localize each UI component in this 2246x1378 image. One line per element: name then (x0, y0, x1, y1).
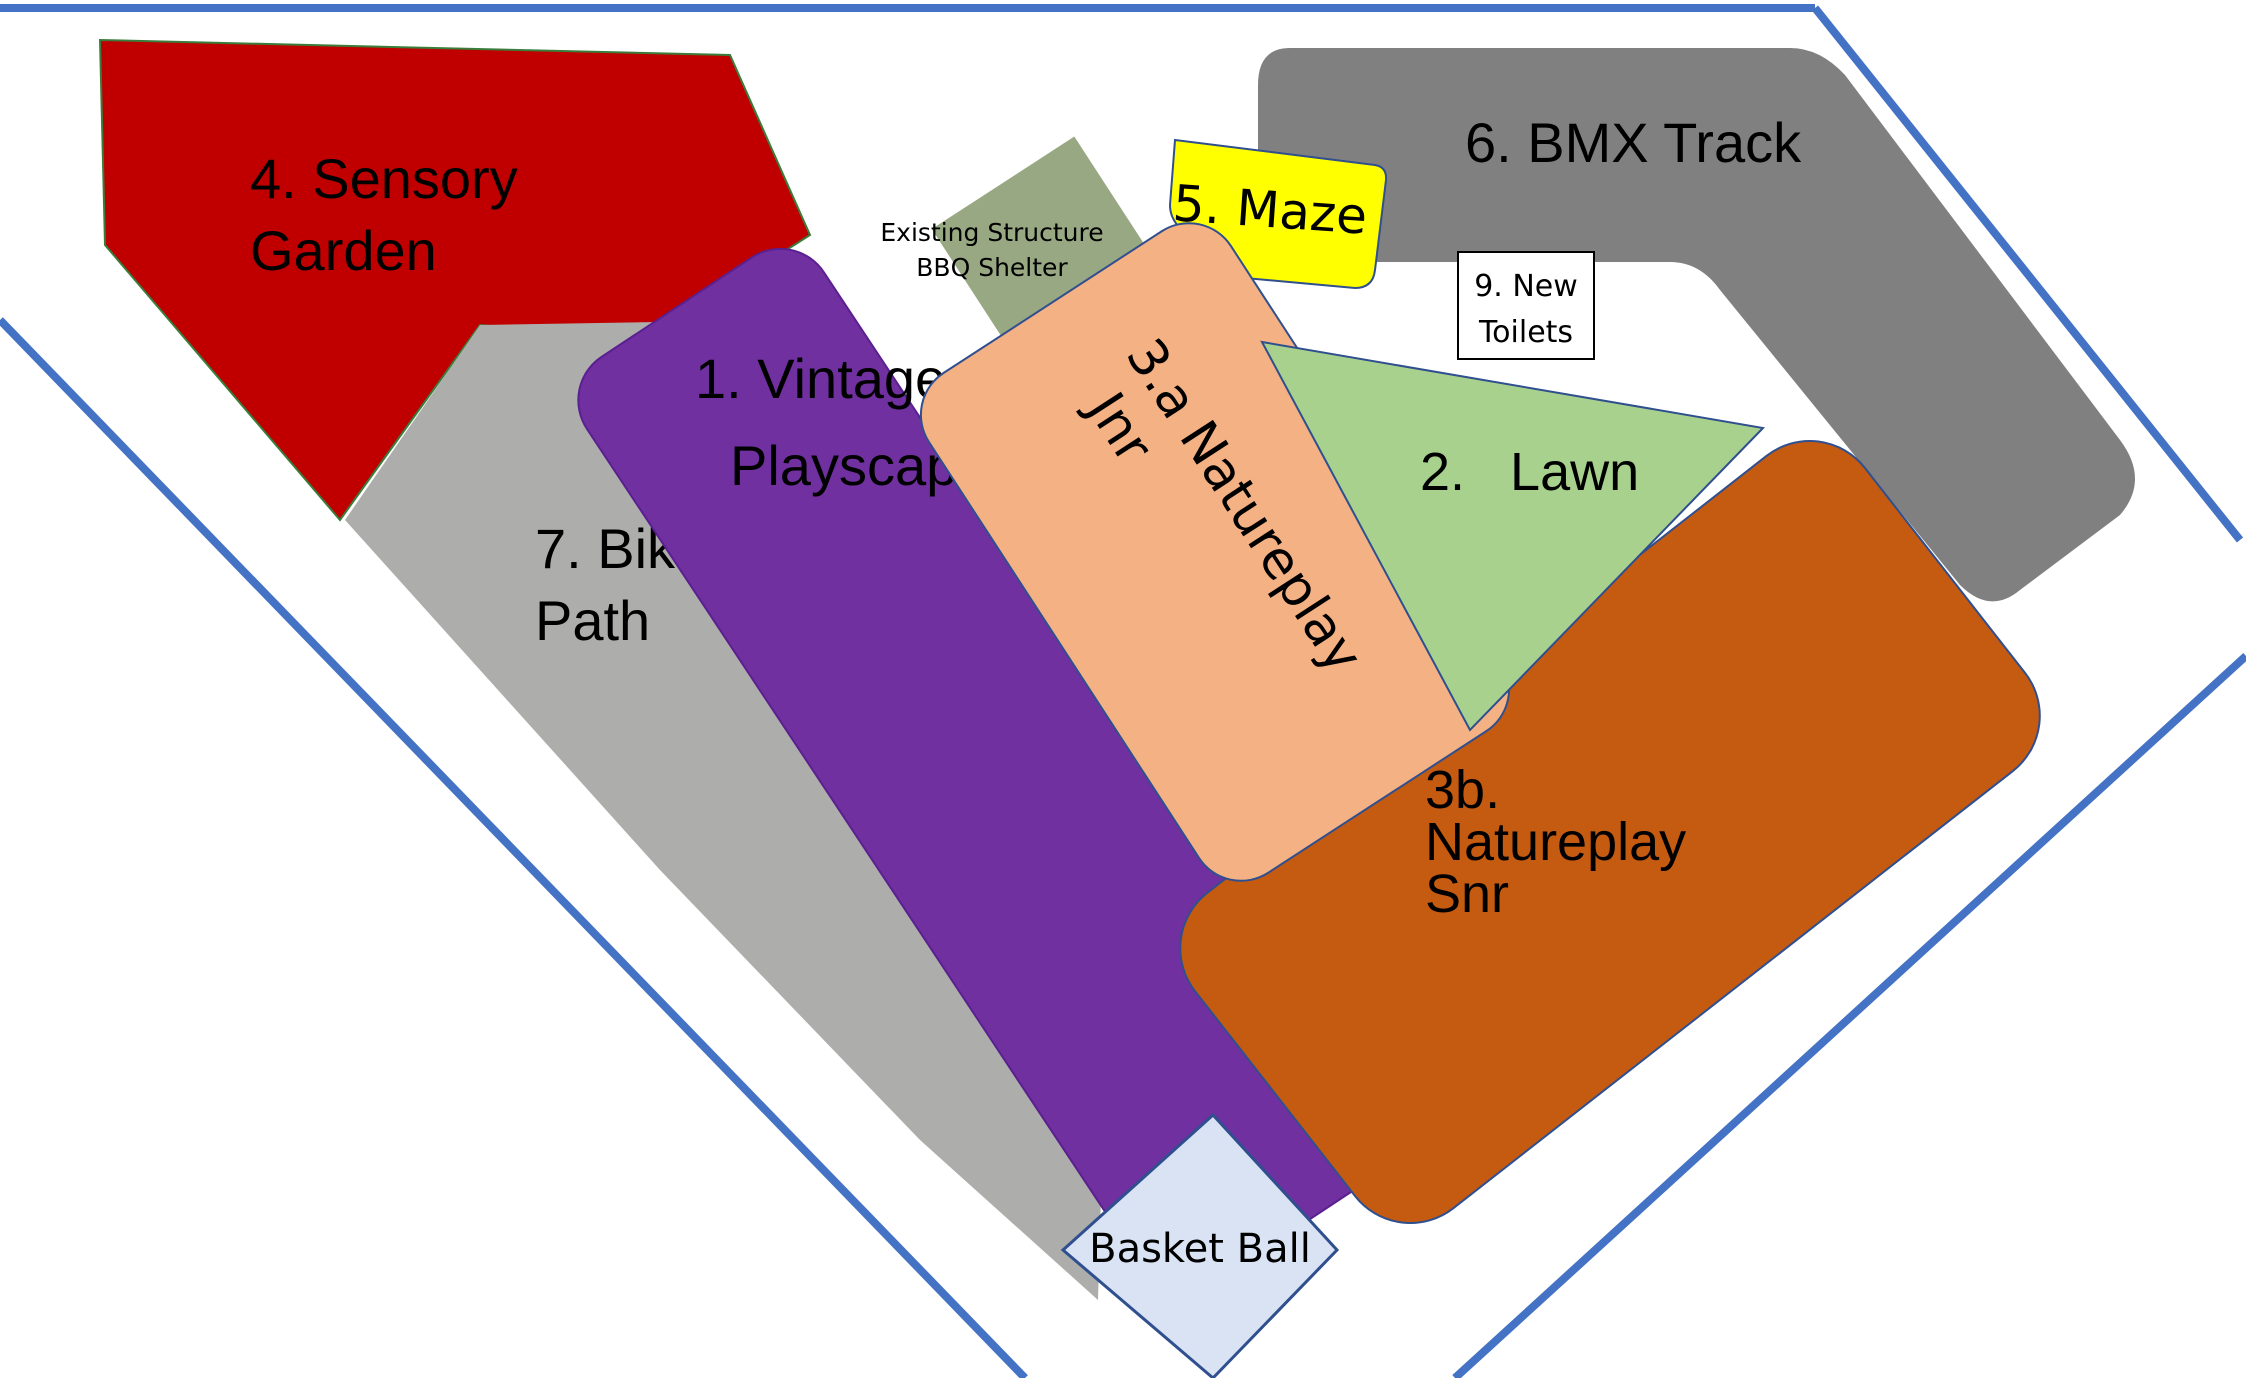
zone-vintage-playscape[interactable]: 1. Vintage Playscape (558, 229, 1407, 1311)
boundary-right (1452, 653, 2246, 1378)
bmx-track-label: 6. BMX Track (1465, 111, 1802, 174)
basket-ball-label: Basket Ball (1089, 1226, 1311, 1272)
zone-basket-ball[interactable]: Basket Ball (1060, 1112, 1340, 1378)
zone-bike-path[interactable]: 7. Bike Path (345, 322, 1105, 1300)
lawn-label: 2. Lawn (1420, 442, 1639, 502)
sensory-garden-label-line2: Garden (250, 219, 437, 282)
bike-path-shape[interactable] (345, 322, 1105, 1300)
zone-existing-structure[interactable]: Existing Structure BBQ Shelter (880, 136, 1156, 354)
natureplay-snr-label-line2: Natureplay (1425, 812, 1686, 872)
vintage-playscape-label-line1: 1. Vintage (695, 347, 946, 410)
boundary-left (0, 317, 1028, 1378)
zone-lawn[interactable]: 2. Lawn (1260, 340, 1766, 732)
natureplay-snr-label-line3: Snr (1425, 864, 1509, 924)
zone-natureplay-snr[interactable]: 3b. Natureplay Snr (1152, 413, 2068, 1252)
bike-path-label-line2: Path (535, 589, 650, 652)
bmx-track-shape[interactable] (1258, 48, 2135, 602)
zone-bmx-track[interactable]: 6. BMX Track (1258, 48, 2135, 602)
bbq-shelter-label-line1: Existing Structure (880, 218, 1103, 247)
new-toilets-label-line1: 9. New (1474, 269, 1578, 304)
bbq-shelter-shape[interactable] (931, 136, 1146, 339)
sensory-garden-label-line1: 4. Sensory (250, 147, 518, 210)
new-toilets-label-line2: Toilets (1478, 315, 1573, 350)
new-toilets-shape[interactable] (1457, 251, 1595, 360)
bbq-shelter-label-line2: BBQ Shelter (916, 253, 1068, 282)
boundary-top-right (1811, 5, 2244, 543)
lawn-shape[interactable] (1260, 340, 1766, 732)
zone-sensory-garden[interactable]: 4. Sensory Garden (98, 38, 812, 522)
natureplay-snr-label-line1: 3b. (1425, 760, 1500, 820)
zone-new-toilets[interactable]: 9. New Toilets (1457, 251, 1595, 360)
site-boundary (0, 4, 2246, 1378)
basket-ball-shape[interactable] (1060, 1112, 1340, 1378)
